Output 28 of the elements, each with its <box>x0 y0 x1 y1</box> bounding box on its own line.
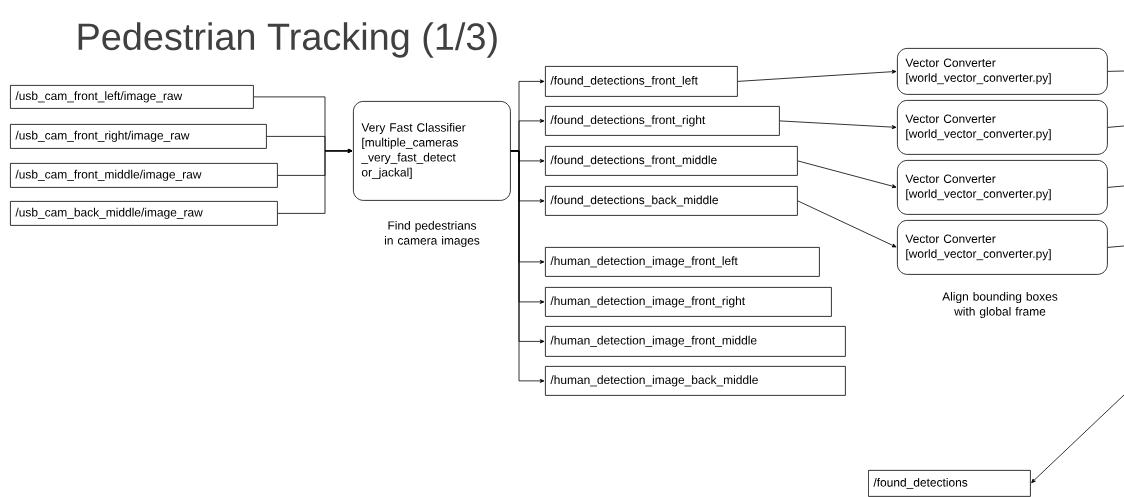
arrow <box>510 150 545 383</box>
topic-box: /found_detections_front_right <box>545 106 780 136</box>
topic-box: /human_detection_image_back_middle <box>545 366 846 396</box>
arrow <box>797 200 897 248</box>
topic-box: /usb_cam_back_middle/image_raw <box>10 201 278 226</box>
process-box: Vector Converter [world_vector_converter.py] <box>897 100 1108 155</box>
topic-box: /usb_cam_front_left/image_raw <box>10 85 254 109</box>
title: Pedestrian Tracking (1/3) <box>78 22 497 58</box>
arrow <box>797 160 897 189</box>
topic-box: /found_detections <box>868 470 1031 497</box>
process-box: Vector Converter [world_vector_converter.py] <box>897 160 1108 215</box>
arrow <box>779 120 897 130</box>
topic-box: /found_detections_back_middle <box>545 186 798 216</box>
topic-box: /found_detections_front_left <box>545 66 738 97</box>
node-label: Align bounding boxes with global frame <box>942 291 1058 319</box>
topic-box: /usb_cam_front_right/image_raw <box>10 124 267 149</box>
process-box: Vector Converter [world_vector_converter.py] <box>897 48 1108 95</box>
topic-box: /human_detection_image_front_middle <box>545 326 846 357</box>
topic-box: /human_detection_image_front_right <box>545 287 832 317</box>
arrow <box>1031 394 1124 484</box>
arrow <box>737 69 897 82</box>
topic-box: /found_detections_front_middle <box>545 146 798 176</box>
process-box: Vector Converter [world_vector_converter.py] <box>897 220 1108 275</box>
topic-box: /human_detection_image_front_left <box>545 247 820 277</box>
topic-box: /usb_cam_front_middle/image_raw <box>10 163 278 188</box>
process-box: Very Fast Classifier [multiple_cameras _very_fast_detect or_jackal] <box>353 101 511 201</box>
arrow <box>277 148 353 214</box>
node-label: Find pedestrians in camera images <box>384 220 480 248</box>
